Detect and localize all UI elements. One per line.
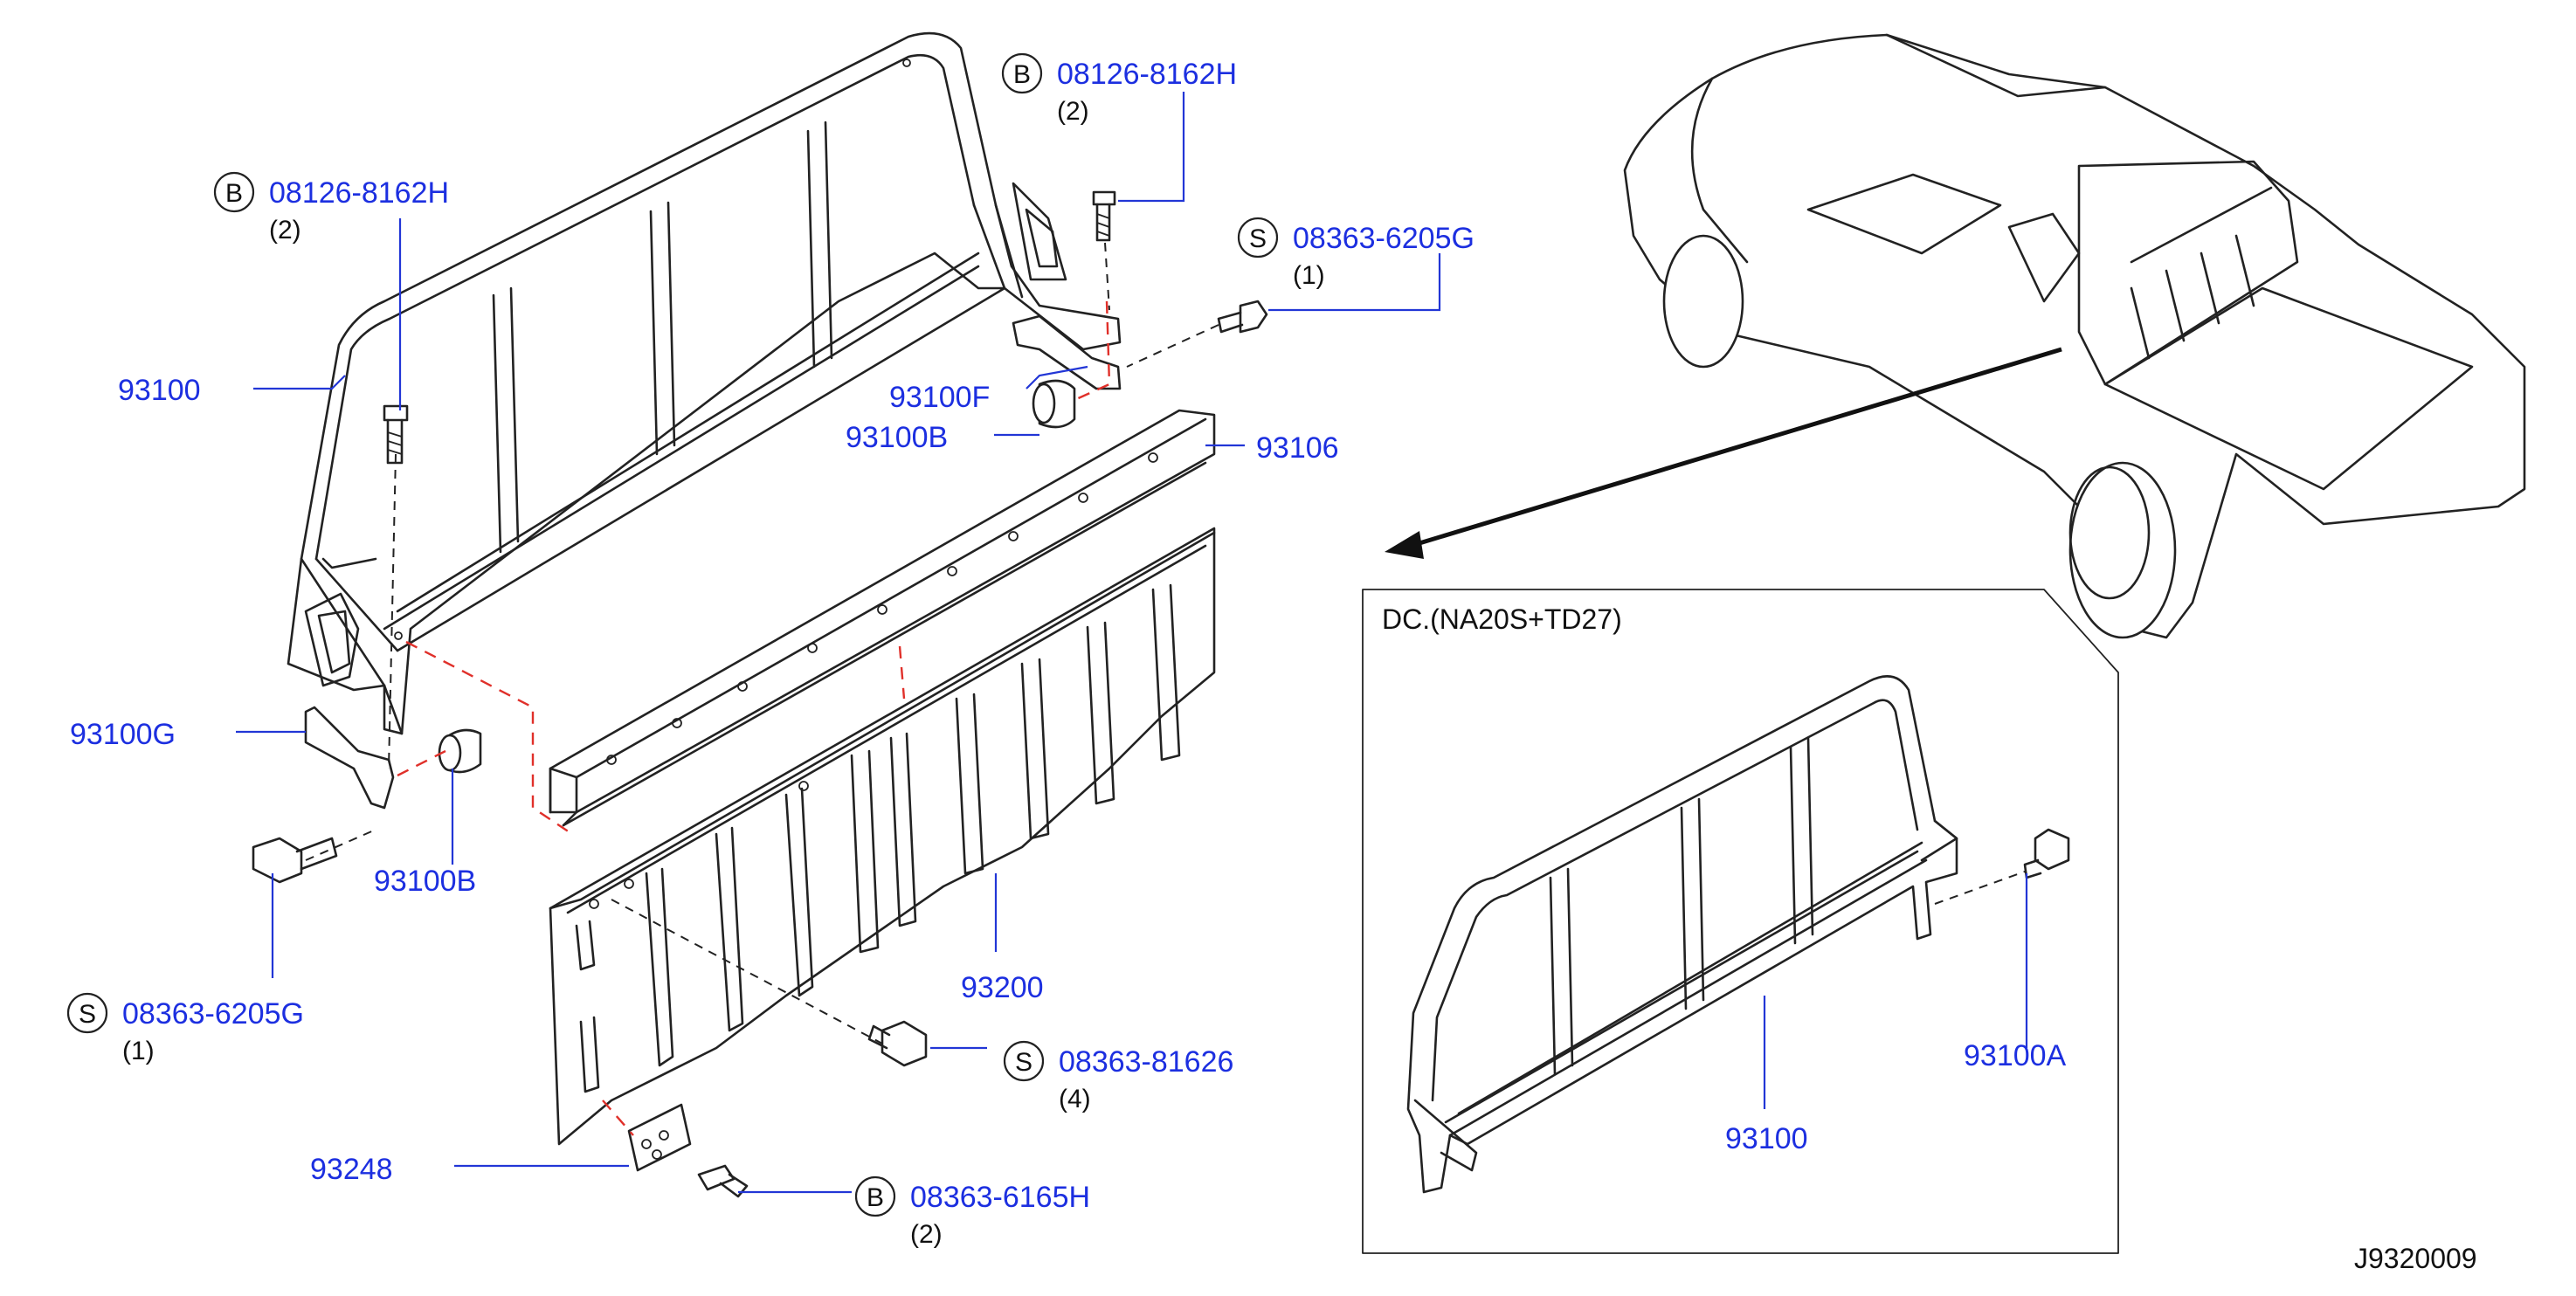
- bolt-b-left: [383, 404, 409, 465]
- callout-letter: S: [1015, 1048, 1032, 1077]
- part-number-label: 08363-6165H: [910, 1181, 1090, 1214]
- label-93100b-upper: 93100B: [846, 421, 948, 454]
- callout-b-left: B 08126-8162H (2): [213, 171, 449, 245]
- callout-letter: S: [1249, 224, 1267, 253]
- label-93100: 93100: [118, 374, 201, 407]
- inset-headboard-frame: [1406, 675, 1958, 1194]
- callout-letter: B: [1013, 60, 1031, 89]
- quantity-label: (4): [1059, 1085, 1091, 1113]
- bracket-93100g: [304, 706, 395, 810]
- callout-b-top: B 08126-8162H (2): [1001, 52, 1237, 126]
- plate-93248: [627, 1103, 692, 1172]
- cross-member: [549, 409, 1216, 827]
- callout-letter: B: [867, 1183, 884, 1212]
- rear-panel: [549, 527, 1216, 1146]
- quantity-label: (1): [122, 1037, 155, 1065]
- bolt-s-upper: [1217, 300, 1268, 334]
- label-93100f: 93100F: [889, 381, 990, 414]
- quantity-label: (2): [1057, 97, 1089, 126]
- bolt-s-mid: [867, 1020, 928, 1067]
- label-93106: 93106: [1256, 431, 1339, 465]
- quantity-label: (2): [910, 1220, 943, 1249]
- detail-arrow-line: [1410, 347, 2062, 548]
- quantity-label: (1): [1293, 261, 1325, 290]
- callout-letter: B: [225, 179, 243, 208]
- callout-s-left: S 08363-6205G (1): [66, 992, 304, 1065]
- label-93100g: 93100G: [70, 718, 176, 751]
- callout-letter: S: [79, 1000, 96, 1029]
- part-number-label: 08363-6205G: [122, 997, 304, 1031]
- part-number-label: 08126-8162H: [269, 176, 449, 210]
- bolt-s-left: [252, 837, 338, 884]
- label-93100b-left: 93100B: [374, 865, 476, 898]
- label-93248: 93248: [310, 1153, 393, 1186]
- bolt-b-upper: [1092, 190, 1116, 242]
- bracket-93100f: [1012, 314, 1122, 390]
- label-93200: 93200: [961, 971, 1044, 1004]
- label-inset-93100: 93100: [1725, 1122, 1808, 1155]
- inset-title: DC.(NA20S+TD27): [1382, 603, 1622, 635]
- callout-s-top: S 08363-6205G (1): [1237, 217, 1474, 290]
- callout-b-bottom: B 08363-6165H (2): [854, 1175, 1090, 1249]
- pickup-truck-illustration: [1623, 33, 2526, 639]
- inset-bolt-93100a: [2023, 828, 2070, 879]
- part-number-label: 08363-81626: [1059, 1045, 1233, 1079]
- rear-headboard-frame: [287, 31, 1122, 735]
- grommet-93100b-left: [438, 728, 482, 774]
- quantity-label: (2): [269, 216, 301, 245]
- label-93100a: 93100A: [1964, 1039, 2067, 1072]
- callout-s-mid: S 08363-81626 (4): [1003, 1040, 1233, 1113]
- leader-lines: [236, 92, 2028, 1194]
- grommet-93100b-upper: [1032, 379, 1076, 429]
- part-number-label: 08126-8162H: [1057, 58, 1237, 91]
- diagram-code: J9320009: [2354, 1243, 2477, 1274]
- detail-arrowhead: [1385, 531, 1424, 559]
- part-number-label: 08363-6205G: [1293, 222, 1474, 255]
- inset-box: DC.(NA20S+TD27): [1362, 589, 2119, 1254]
